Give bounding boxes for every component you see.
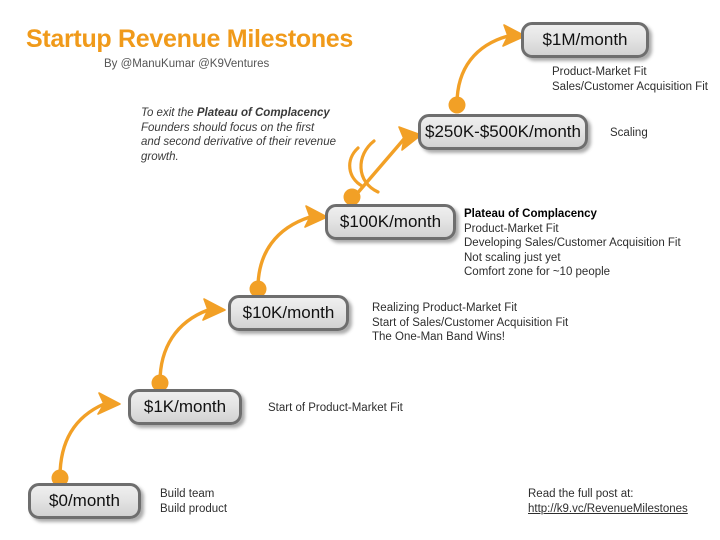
desc-line: Build team [160, 488, 215, 500]
page-subtitle: By @ManuKumar @K9Ventures [104, 58, 270, 70]
annotation-line1-prefix: To exit the [141, 107, 197, 119]
milestone-box-1k[interactable]: $1K/month [128, 389, 242, 425]
connector-250k-to-1m [448, 24, 526, 114]
annotation-line1-bold: Plateau of Complacency [196, 107, 330, 119]
annotation-note: To exit the Plateau of Complacency Found… [141, 106, 356, 164]
milestone-desc-0: Build team Build product [160, 487, 227, 516]
milestone-label-250k: $250K-$500K/month [425, 122, 581, 141]
desc-line: Comfort zone for ~10 people [464, 266, 611, 278]
milestone-box-250k[interactable]: $250K-$500K/month [418, 114, 588, 150]
annotation-line4: growth. [141, 150, 179, 163]
desc-line: The One-Man Band Wins! [372, 331, 505, 343]
milestone-desc-1m: Product-Market Fit Sales/Customer Acquis… [552, 65, 708, 94]
milestone-label-0: $0/month [49, 491, 120, 510]
desc-line: Sales/Customer Acquisition Fit [552, 80, 708, 93]
footer-label: Read the full post at: [528, 488, 634, 500]
footer-link[interactable]: http://k9.vc/RevenueMilestones [528, 503, 688, 515]
desc-line: Not scaling just yet [464, 251, 561, 264]
milestone-desc-10k: Realizing Product-Market Fit Start of Sa… [372, 301, 568, 345]
desc-line: Build product [160, 502, 228, 515]
desc-line: Start of Sales/Customer Acquisition Fit [372, 316, 569, 329]
desc-line: Start of Product-Market Fit [268, 402, 403, 414]
milestone-label-1m: $1M/month [542, 30, 628, 49]
footer: Read the full post at: http://k9.vc/Reve… [528, 487, 688, 517]
milestone-label-1k: $1K/month [143, 397, 227, 416]
desc-line: Developing Sales/Customer Acquisition Fi… [464, 237, 681, 249]
desc-line: Product-Market Fit [464, 222, 559, 235]
desc-line: Realizing Product-Market Fit [372, 302, 518, 314]
annotation-line2: Founders should focus on the first [141, 121, 315, 134]
connector-0-to-1k [51, 392, 121, 487]
page-title: Startup Revenue Milestones [26, 25, 354, 53]
milestone-box-1m[interactable]: $1M/month [521, 22, 649, 58]
connector-1k-to-10k [151, 298, 226, 392]
desc-heading: Plateau of Complacency [464, 208, 597, 220]
connector-10k-to-100k [249, 205, 328, 298]
desc-line: Scaling [610, 127, 648, 139]
milestone-box-10k[interactable]: $10K/month [228, 295, 349, 331]
milestone-label-100k: $100K/month [339, 212, 442, 231]
annotation-line3: and second derivative of their revenue [141, 136, 336, 148]
desc-line: Product-Market Fit [552, 66, 647, 78]
milestone-box-100k[interactable]: $100K/month [325, 204, 456, 240]
milestone-box-0[interactable]: $0/month [28, 483, 141, 519]
milestone-label-10k: $10K/month [242, 303, 335, 322]
milestone-desc-250k: Scaling [610, 126, 648, 141]
milestone-desc-100k: Plateau of Complacency Product-Market Fi… [464, 207, 681, 280]
milestone-desc-1k: Start of Product-Market Fit [268, 401, 403, 416]
